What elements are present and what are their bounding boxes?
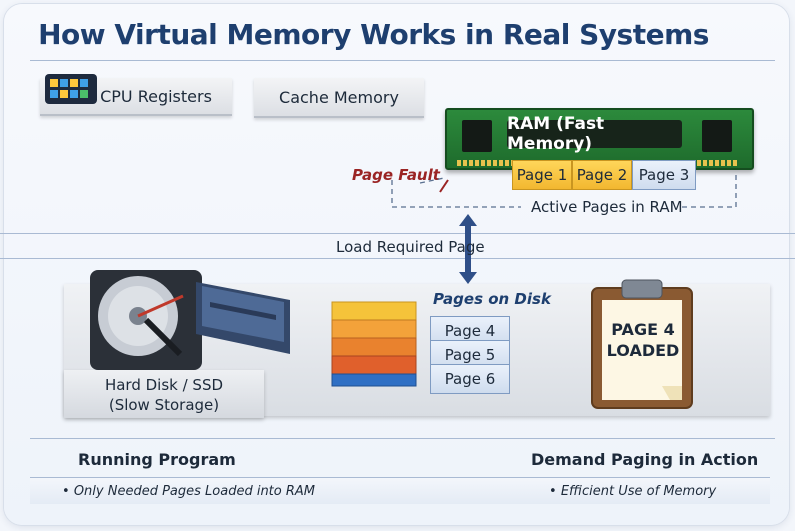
footer-notes-bar: • Only Needed Pages Loaded into RAM • Ef… (30, 477, 770, 504)
storage-label-plate (64, 370, 264, 418)
running-program-title: Running Program (78, 450, 236, 469)
ram-page-1: Page 1 (512, 160, 572, 190)
upper-divider (0, 233, 795, 234)
storage-label-line1: Hard Disk / SSD (104, 376, 224, 394)
ssd-icon (196, 282, 290, 354)
demand-paging-title: Demand Paging in Action (531, 450, 759, 469)
pages-on-disk-title: Pages on Disk (433, 290, 551, 308)
ram-chip-icon (462, 120, 492, 152)
cache-memory-label: Cache Memory (279, 87, 399, 107)
title-divider (30, 60, 775, 61)
ram-page-2: Page 2 (572, 160, 632, 190)
hard-disk-icon (90, 270, 202, 370)
cpu-registers-label: CPU Registers (100, 86, 212, 106)
active-pages-label: Active Pages in RAM (531, 198, 683, 216)
footer-divider (30, 438, 775, 439)
load-required-page-label: Load Required Page (336, 238, 485, 256)
active-pages-bracket (391, 175, 737, 208)
cpu-chip-icon (45, 74, 97, 104)
page-fault-label: Page Fault (352, 166, 440, 184)
clipboard-line2: LOADED (606, 341, 680, 360)
page-title: How Virtual Memory Works in Real Systems (38, 18, 709, 51)
storage-label-line2: (Slow Storage) (108, 396, 220, 414)
disk-pages-stack-icon (331, 301, 417, 387)
ram-page-3: Page 3 (632, 160, 696, 190)
ram-chip-icon (702, 120, 732, 152)
running-program-note: Only Needed Pages Loaded into RAM (73, 483, 316, 499)
clipboard-line1: PAGE 4 (611, 320, 675, 339)
cache-memory-tier: Cache Memory (254, 78, 424, 118)
lower-divider (0, 258, 795, 259)
disk-page-6: Page 6 (430, 364, 510, 394)
load-arrow-icon (459, 214, 477, 284)
ram-label: RAM (Fast Memory) (507, 114, 682, 154)
clipboard-icon (591, 279, 693, 409)
demand-paging-note: Efficient Use of Memory (560, 483, 717, 499)
